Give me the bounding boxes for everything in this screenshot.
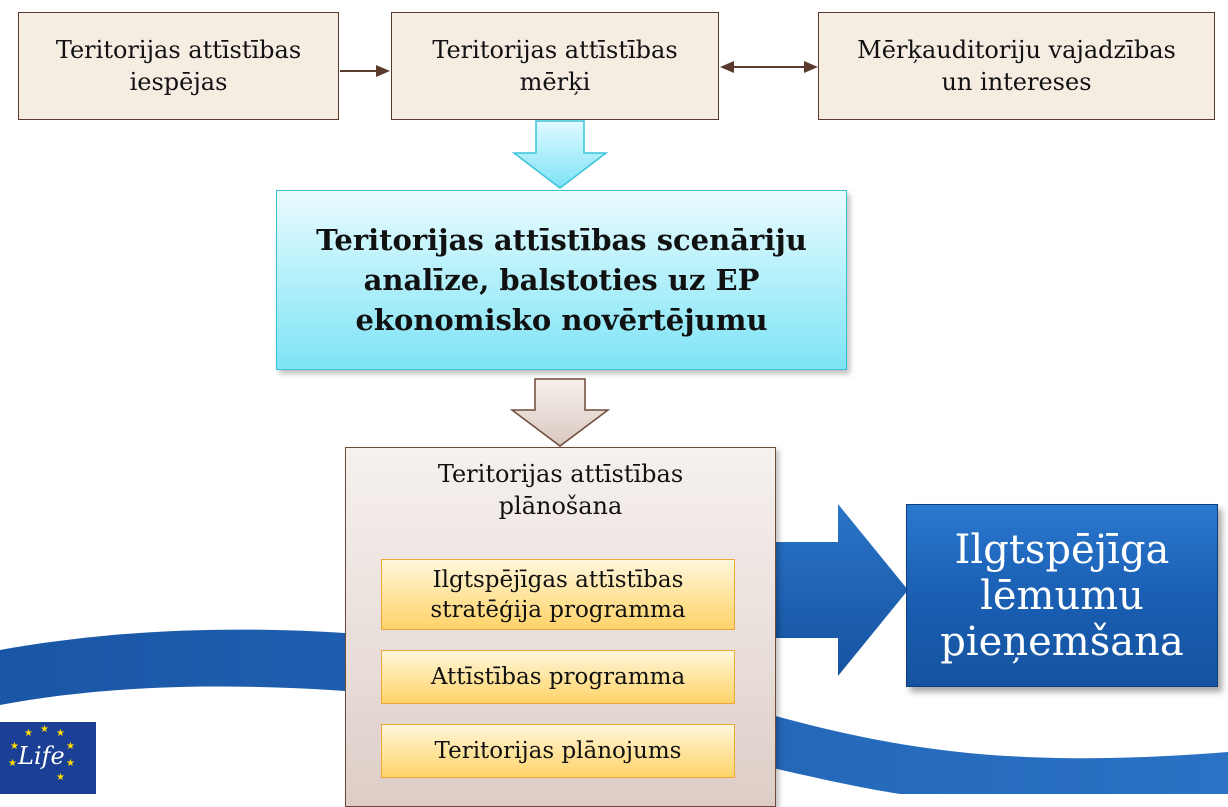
strategy-programme-label: Ilgtspējīgas attīstības stratēģija progr…: [430, 566, 686, 623]
svg-text:★: ★: [66, 758, 75, 769]
opportunities-box: Teritorijas attīstības iespējas: [18, 12, 339, 120]
svg-text:★: ★: [24, 728, 33, 739]
territorial-plan-label: Teritorijas plānojums: [434, 738, 682, 764]
development-programme-label: Attīstības programma: [430, 664, 686, 690]
planning-item: Attīstības programma: [381, 650, 735, 704]
scenario-analysis-box: Teritorijas attīstības scenāriju analīze…: [276, 190, 847, 370]
scenario-analysis-label: Teritorijas attīstības scenāriju analīze…: [316, 223, 807, 337]
down-arrow-cyan-icon: [511, 120, 609, 189]
svg-text:★: ★: [8, 758, 17, 769]
sustainable-decision-box: Ilgtspējīga lēmumu pieņemšana: [906, 504, 1218, 687]
arrowhead-right-icon: [376, 65, 390, 77]
svg-text:★: ★: [10, 741, 19, 752]
sustainable-decision-label: Ilgtspējīga lēmumu pieņemšana: [940, 526, 1184, 665]
arrowhead-right-icon: [804, 61, 818, 73]
down-arrow-brown-icon: [509, 378, 611, 447]
right-arrow-blue-icon: [760, 504, 908, 676]
svg-text:★: ★: [56, 772, 65, 783]
audience-needs-label: Mērķauditoriju vajadzības un intereses: [857, 36, 1176, 96]
arrowhead-left-icon: [720, 61, 734, 73]
goals-box: Teritorijas attīstības mērķi: [391, 12, 719, 120]
planning-title: Teritorijas attīstības plānošana: [437, 460, 684, 520]
audience-needs-box: Mērķauditoriju vajadzības un intereses: [818, 12, 1215, 120]
planning-item: Ilgtspējīgas attīstības stratēģija progr…: [381, 559, 735, 630]
svg-text:★: ★: [40, 724, 49, 735]
top-connectors: [340, 61, 818, 77]
eu-stars-icon: ★ ★ ★ ★ ★ ★ ★ ★ Life: [8, 724, 75, 783]
opportunities-label: Teritorijas attīstības iespējas: [55, 36, 302, 96]
life-logo: ★ ★ ★ ★ ★ ★ ★ ★ Life: [0, 722, 96, 794]
life-logo-text: Life: [17, 742, 65, 770]
svg-text:★: ★: [56, 728, 65, 739]
planning-item: Teritorijas plānojums: [381, 724, 735, 778]
svg-text:★: ★: [66, 741, 75, 752]
goals-label: Teritorijas attīstības mērķi: [432, 36, 678, 96]
